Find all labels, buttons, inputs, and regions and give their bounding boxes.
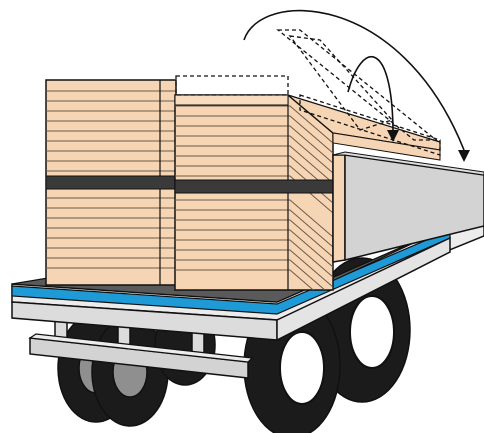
- right-lumber-stack: [175, 95, 333, 307]
- left-lumber-stack: [46, 80, 176, 285]
